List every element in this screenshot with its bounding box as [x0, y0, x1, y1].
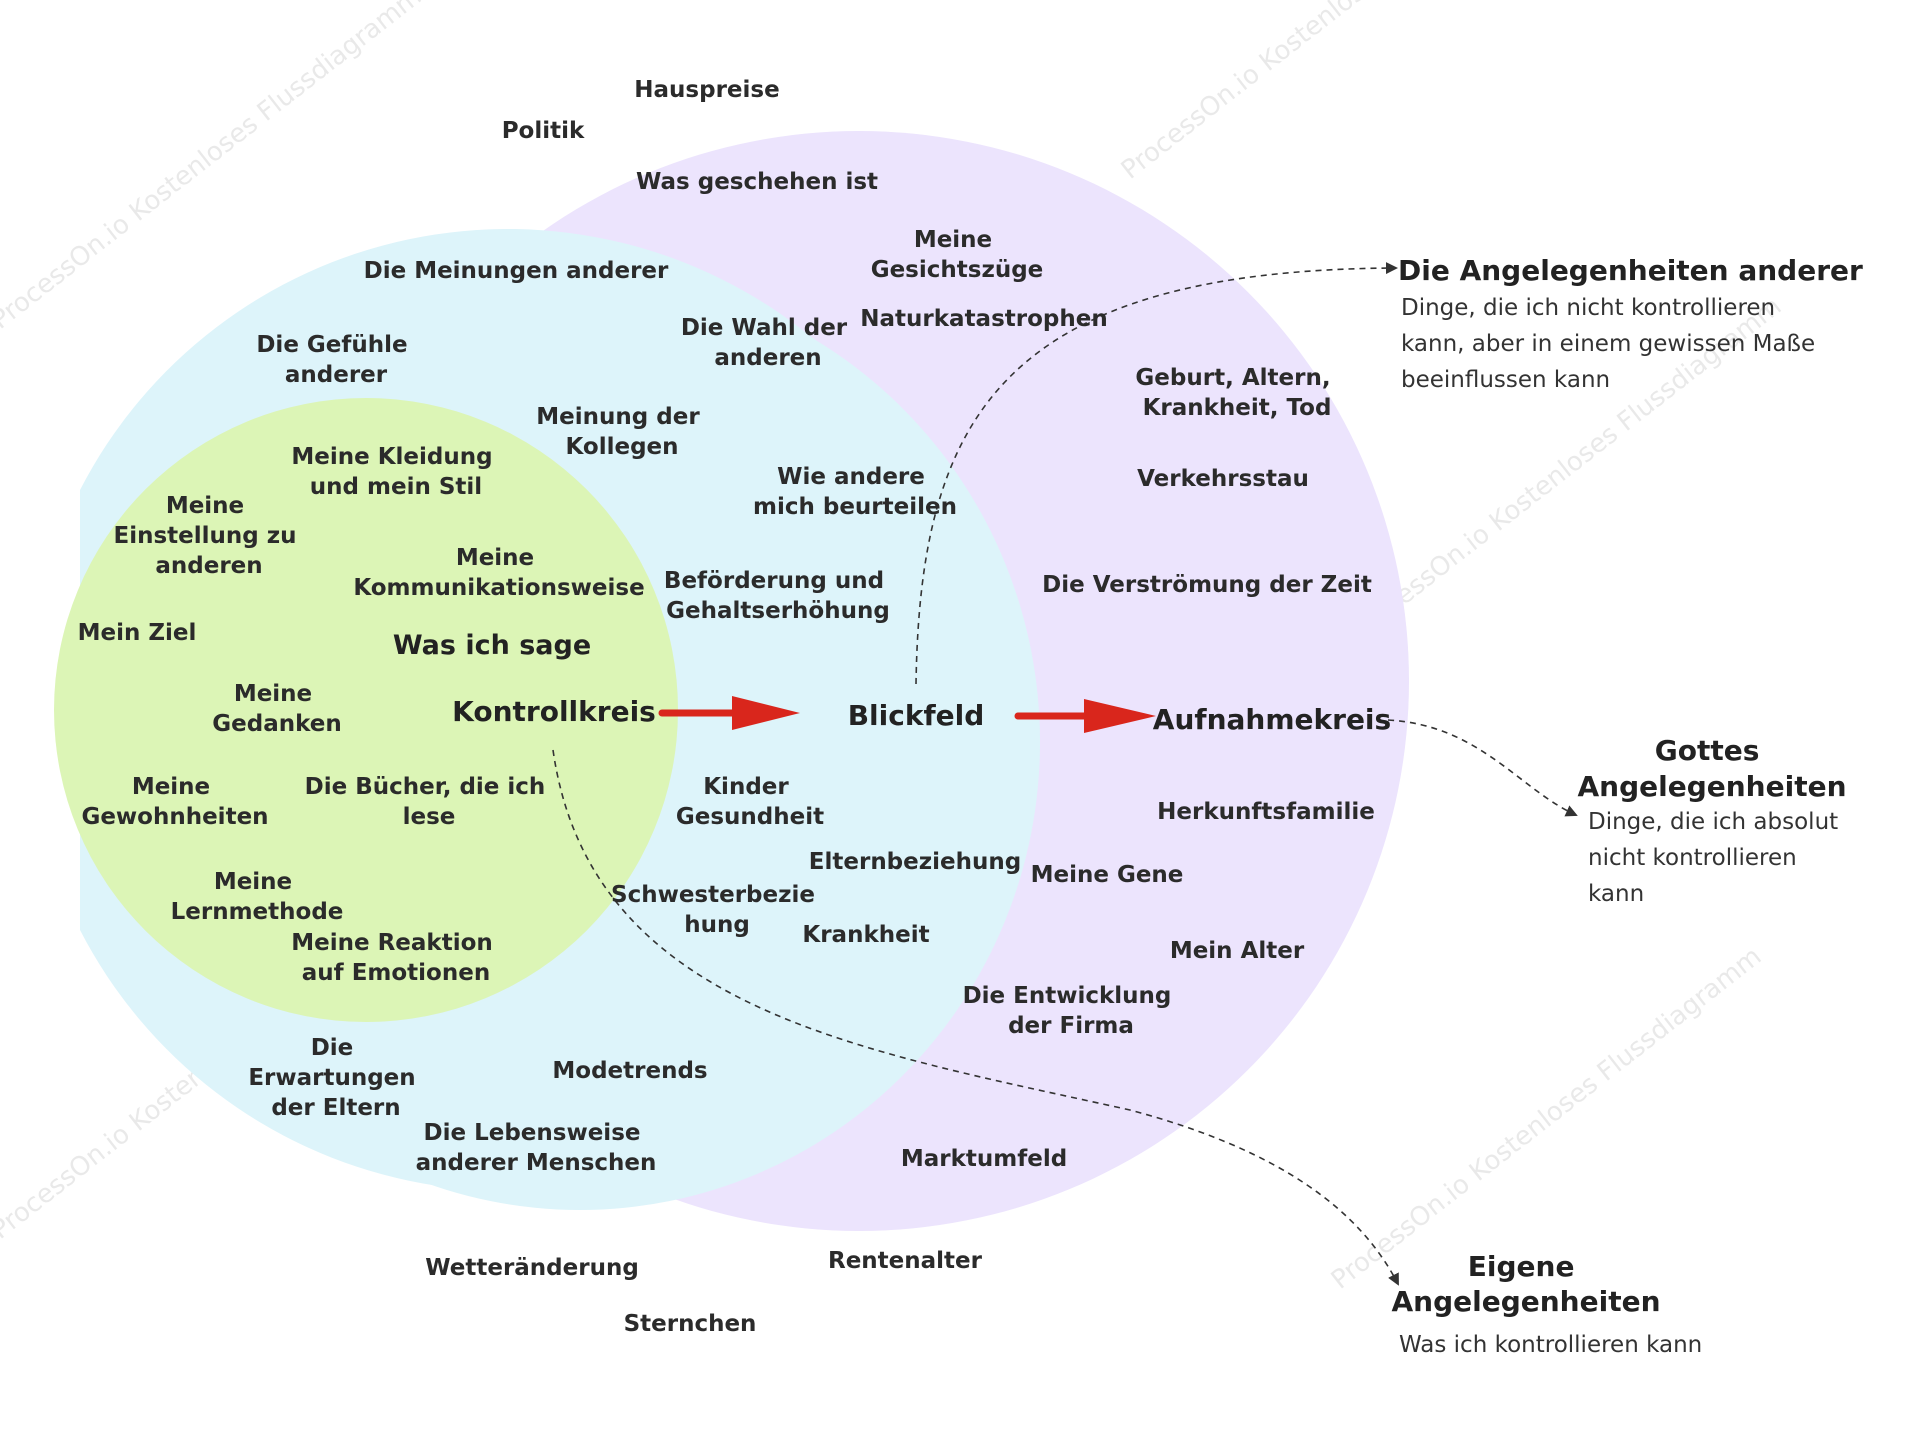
control-circle-title: Kontrollkreis: [452, 695, 656, 728]
item-kleidung: Meine Kleidung und mein Stil: [291, 444, 500, 500]
item-wetter: Wetteränderung: [425, 1255, 639, 1281]
item-ziel: Mein Ziel: [78, 620, 197, 646]
item-herkunft: Herkunftsfamilie: [1157, 799, 1375, 825]
item-lebensweise: Die Lebensweise anderer Menschen: [416, 1120, 657, 1176]
side-note-others-title: Die Angelegenheiten anderer: [1398, 254, 1863, 287]
watermark-text: ProcessOn.io Kostenloses Flussdiagramm: [1116, 0, 1557, 186]
item-gefuehle: Die Gefühle anderer: [256, 332, 415, 388]
item-modetrends: Modetrends: [552, 1058, 707, 1084]
item-reaktion: Meine Reaktion auf Emotionen: [291, 930, 501, 986]
red-arrow-control-to-concern: [658, 696, 800, 730]
side-note-own-desc: Was ich kontrollieren kann: [1399, 1332, 1702, 1358]
item-befoerderung: Beförderung und Gehaltserhöhung: [664, 568, 892, 624]
item-geschehen: Was geschehen ist: [636, 169, 878, 195]
inner-items: Was ich sage Meine Kleidung und mein Sti…: [78, 444, 645, 986]
item-einstellung: Meine Einstellung zu anderen: [113, 493, 304, 579]
acceptance-circle-title: Aufnahmekreis: [1153, 703, 1391, 736]
item-politik: Politik: [502, 118, 585, 144]
item-meinungen: Die Meinungen anderer: [364, 258, 669, 284]
item-kommunikation: Meine Kommunikationsweise: [353, 545, 644, 601]
item-markt: Marktumfeld: [901, 1146, 1067, 1172]
item-schwester: Schwesterbezie hung: [611, 882, 823, 938]
side-note-god-title: Gottes Angelegenheiten: [1577, 734, 1846, 803]
side-note-god: Gottes Angelegenheiten Dinge, die ich ab…: [1577, 734, 1846, 907]
item-hauspreise: Hauspreise: [634, 77, 779, 103]
item-verkehr: Verkehrsstau: [1137, 466, 1309, 492]
side-note-god-desc: Dinge, die ich absolut nicht kontrollier…: [1588, 809, 1845, 907]
item-rente: Rentenalter: [828, 1248, 983, 1274]
item-sternchen: Sternchen: [624, 1311, 757, 1337]
item-wahl: Die Wahl der anderen: [681, 315, 855, 371]
middle-items: Die Meinungen anderer Die Gefühle andere…: [248, 258, 1021, 1176]
item-gedanken: Meine Gedanken: [212, 681, 342, 737]
side-note-own-title: Eigene Angelegenheiten: [1391, 1250, 1660, 1318]
item-buecher: Die Bücher, die ich lese: [305, 774, 554, 830]
side-note-others-desc: Dinge, die ich nicht kontrollieren kann,…: [1401, 295, 1823, 393]
side-note-own: Eigene Angelegenheiten Was ich kontrolli…: [1391, 1250, 1702, 1358]
item-kollegen: Meinung der Kollegen: [536, 404, 707, 460]
watermark-text: ProcessOn.io Kostenloses Flussdiagramm: [1326, 941, 1767, 1295]
outer-items: Hauspreise Politik Was geschehen ist Mei…: [425, 77, 1375, 1337]
red-arrow-concern-to-acceptance: [1014, 699, 1156, 733]
item-krankheit: Krankheit: [802, 922, 929, 948]
item-alter: Mein Alter: [1170, 938, 1305, 964]
item-was-ich-sage: Was ich sage: [393, 630, 591, 661]
item-zeit: Die Verströmung der Zeit: [1042, 572, 1372, 598]
item-lernmethode: Meine Lernmethode: [171, 869, 344, 925]
item-gewohnheiten: Meine Gewohnheiten: [81, 774, 268, 830]
item-elternbeziehung: Elternbeziehung: [809, 849, 1021, 875]
item-erwartungen: Die Erwartungen der Eltern: [248, 1035, 423, 1121]
concern-circle-title: Blickfeld: [848, 699, 985, 732]
dashed-connector-to-god: [1387, 719, 1578, 817]
item-firma: Die Entwicklung der Firma: [963, 983, 1180, 1039]
item-geburt: Geburt, Altern, Krankheit, Tod: [1135, 365, 1338, 421]
inner-circle-control: [54, 398, 678, 1022]
dashed-connector-to-others: [915, 262, 1398, 685]
item-kinder: Kinder Gesundheit: [676, 774, 824, 830]
dashed-connector-to-own: [552, 749, 1399, 1286]
side-note-others: Die Angelegenheiten anderer Dinge, die i…: [1398, 254, 1863, 393]
item-gesichtszuege: Meine Gesichtszüge: [871, 227, 1044, 283]
item-natur: Naturkatastrophen: [860, 306, 1107, 332]
item-beurteilen: Wie andere mich beurteilen: [753, 464, 957, 520]
item-gene: Meine Gene: [1031, 862, 1184, 888]
